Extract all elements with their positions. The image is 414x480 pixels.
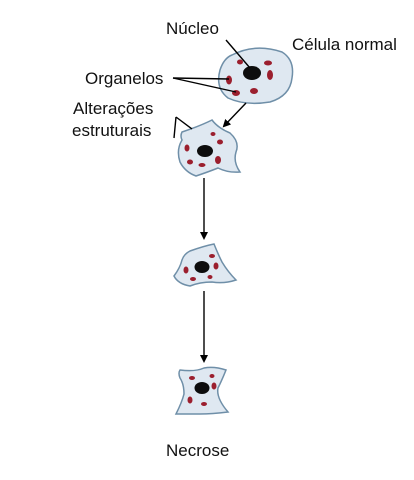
organelle bbox=[190, 277, 196, 281]
structural-changes-pointer-line bbox=[175, 116, 193, 130]
organelles-pointer-line bbox=[172, 77, 230, 80]
structural-changes-pointer-line bbox=[173, 116, 177, 139]
altered-cell bbox=[177, 119, 242, 177]
organelle bbox=[207, 275, 213, 279]
organelle bbox=[267, 70, 273, 80]
organelle bbox=[187, 159, 193, 165]
shrinking-cell-nucleus bbox=[194, 261, 210, 273]
organelle bbox=[187, 396, 193, 404]
necrosis-label: Necrose bbox=[166, 441, 229, 460]
organelle bbox=[213, 262, 219, 270]
organelle bbox=[209, 254, 215, 258]
necrotic-cell bbox=[174, 366, 230, 415]
organelle bbox=[210, 132, 216, 136]
organelle bbox=[184, 144, 190, 152]
organelle bbox=[237, 59, 243, 65]
organelle bbox=[183, 266, 189, 274]
organelles-label: Organelos bbox=[85, 69, 163, 88]
organelle bbox=[209, 374, 215, 378]
organelle bbox=[201, 402, 207, 406]
altered-cell-nucleus bbox=[197, 145, 213, 157]
structural-changes-label-line1: Alterações bbox=[73, 99, 153, 118]
normal-cell bbox=[217, 47, 294, 105]
structural-changes-label-line2: estruturais bbox=[72, 121, 151, 140]
organelle bbox=[189, 376, 195, 380]
organelle bbox=[226, 75, 232, 85]
organelle bbox=[211, 382, 217, 390]
progression-arrow bbox=[222, 102, 247, 128]
organelle bbox=[264, 60, 272, 66]
organelle bbox=[217, 139, 223, 145]
organelle bbox=[250, 88, 258, 94]
nucleus-label: Núcleo bbox=[166, 19, 219, 38]
organelles-pointer-line bbox=[172, 77, 237, 93]
shrinking-cell bbox=[173, 243, 238, 287]
normal-cell-nucleus bbox=[243, 66, 261, 80]
organelle bbox=[215, 156, 221, 164]
organelle bbox=[198, 163, 206, 167]
necrotic-cell-nucleus bbox=[194, 382, 210, 394]
normal-cell-label: Célula normal bbox=[292, 35, 397, 54]
nucleus-pointer-line bbox=[225, 39, 251, 69]
